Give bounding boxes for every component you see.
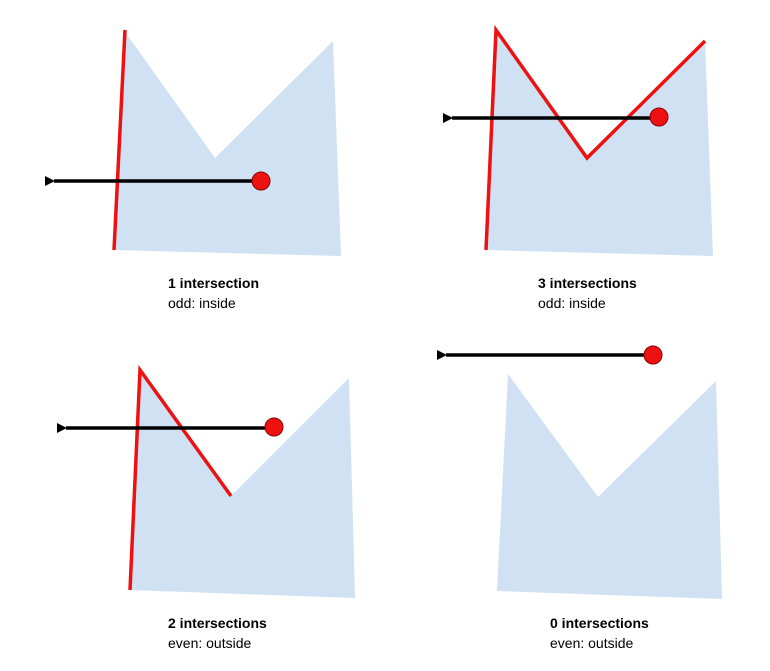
panel-4-subtitle: even: outside: [550, 635, 633, 651]
crossed-edges: [128, 364, 233, 591]
test-point: [649, 107, 669, 127]
panel-2-title: 3 intersections: [538, 275, 637, 291]
panel-4: 0 intersections even: outside: [437, 345, 722, 651]
polygon-shape: [130, 372, 355, 598]
polygon-shape: [114, 32, 341, 256]
test-point: [264, 417, 284, 437]
panel-2-subtitle: odd: inside: [538, 295, 606, 311]
panel-3-subtitle: even: outside: [168, 635, 251, 651]
crossed-edge: [112, 29, 127, 251]
panel-1-subtitle: odd: inside: [168, 295, 236, 311]
panel-2: 3 intersections odd: inside: [443, 24, 713, 311]
test-point: [251, 171, 271, 191]
panel-1: 1 intersection odd: inside: [45, 29, 341, 311]
panel-1-title: 1 intersection: [168, 275, 259, 291]
crossed-edges: [484, 24, 707, 251]
panel-3-title: 2 intersections: [168, 615, 267, 631]
panel-3: 2 intersections even: outside: [57, 364, 355, 651]
test-point: [643, 345, 663, 365]
polygon-shape: [486, 32, 713, 256]
polygon-shape: [497, 374, 722, 599]
panel-4-title: 0 intersections: [550, 615, 649, 631]
